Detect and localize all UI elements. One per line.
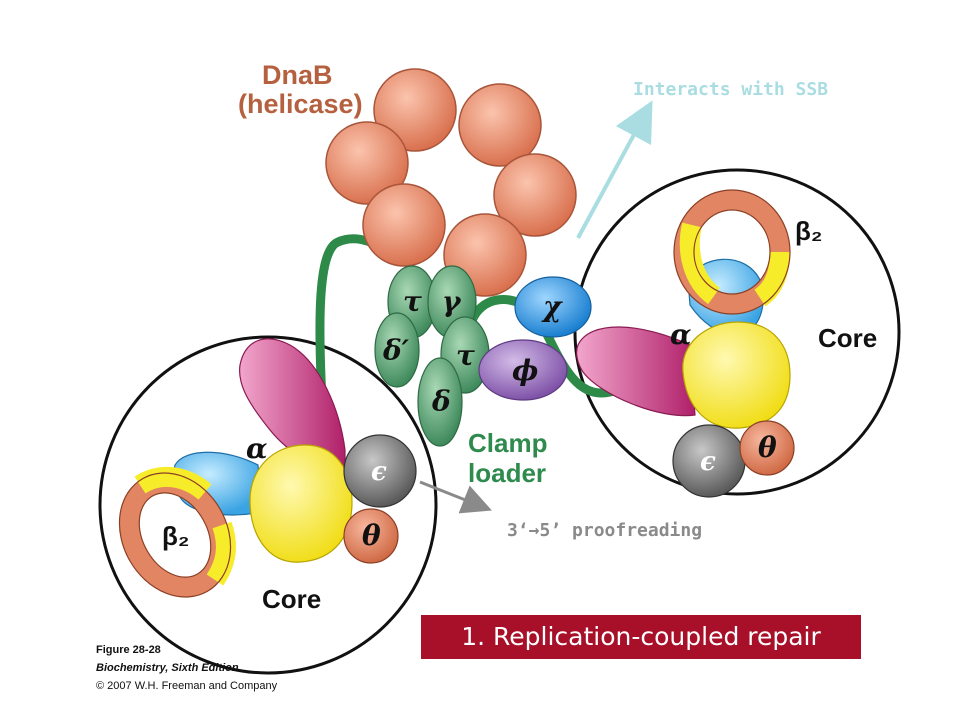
helicase-subunit	[373, 68, 457, 152]
tau-linker-left	[315, 234, 390, 405]
chi-subunit	[514, 276, 592, 338]
proofreading-arrow	[419, 480, 492, 514]
phi-label: ϕ	[512, 354, 538, 387]
chi-label: χ	[541, 290, 563, 323]
right-alpha-label: α	[670, 318, 692, 351]
proofreading-annotation: 3‘→5’ proofreading	[507, 520, 702, 541]
right-theta-label: θ	[758, 431, 777, 464]
helicase-subunit	[493, 153, 577, 237]
dnab-helicase-ring	[325, 68, 577, 297]
tau2-label: τ	[456, 339, 475, 372]
right-epsilon-label: ϵ	[700, 447, 716, 477]
delta-prime-label: δ′	[382, 334, 410, 367]
ssb-annotation: Interacts with SSB	[633, 79, 828, 100]
left-beta2-yellow-arc	[134, 466, 212, 500]
left-alpha-lobe	[238, 338, 346, 476]
replication-repair-banner: 1. Replication-coupled repair	[421, 615, 861, 659]
loader-label: loader	[468, 458, 546, 488]
delta-subunit	[417, 357, 463, 447]
right-alpha-lobe	[576, 326, 696, 417]
left-theta	[343, 508, 399, 564]
helicase-subunit	[362, 183, 446, 267]
left-epsilon-label: ϵ	[371, 457, 387, 487]
left-alpha-yellow	[249, 444, 353, 563]
right-core	[576, 189, 795, 498]
left-theta-label: θ	[362, 519, 381, 552]
gamma-label: γ	[442, 285, 462, 318]
left-beta2-outline	[118, 472, 232, 598]
book-caption: Biochemistry, Sixth Edition	[96, 662, 239, 674]
helicase-subunit	[458, 83, 542, 167]
right-beta2-yellow-arc2	[753, 251, 790, 307]
left-alpha-label: α	[246, 432, 268, 465]
right-alpha-yellow	[682, 321, 791, 429]
right-theta	[739, 420, 795, 476]
right-beta2-yellow-arc	[679, 222, 721, 305]
left-core-label: Core	[262, 584, 321, 614]
copyright-caption: © 2007 W.H. Freeman and Company	[96, 680, 278, 692]
helicase-label: (helicase)	[238, 89, 363, 119]
left-core	[118, 338, 417, 598]
left-epsilon	[343, 434, 417, 508]
right-core-label: Core	[818, 323, 877, 353]
clamp-loader	[374, 265, 592, 447]
helicase-subunit	[325, 121, 409, 205]
figure-caption: Figure 28-28	[96, 644, 161, 656]
tau-label: τ	[403, 285, 422, 318]
phi-subunit	[478, 339, 568, 401]
left-beta2-yellow-arc2	[206, 521, 236, 586]
left-core-circle	[98, 335, 438, 675]
right-beta2-label: β₂	[795, 216, 822, 246]
ssb-arrow	[576, 100, 653, 239]
right-beta2-inner	[693, 209, 771, 295]
dnab-label: DnaB	[262, 60, 333, 90]
left-beta2-label: β₂	[162, 521, 189, 551]
delta-prime-subunit	[374, 312, 420, 388]
delta-label: δ	[431, 385, 451, 418]
clamp-label: Clamp	[468, 428, 547, 458]
right-beta2-outline	[673, 189, 791, 315]
left-beta2-inner	[138, 492, 212, 578]
